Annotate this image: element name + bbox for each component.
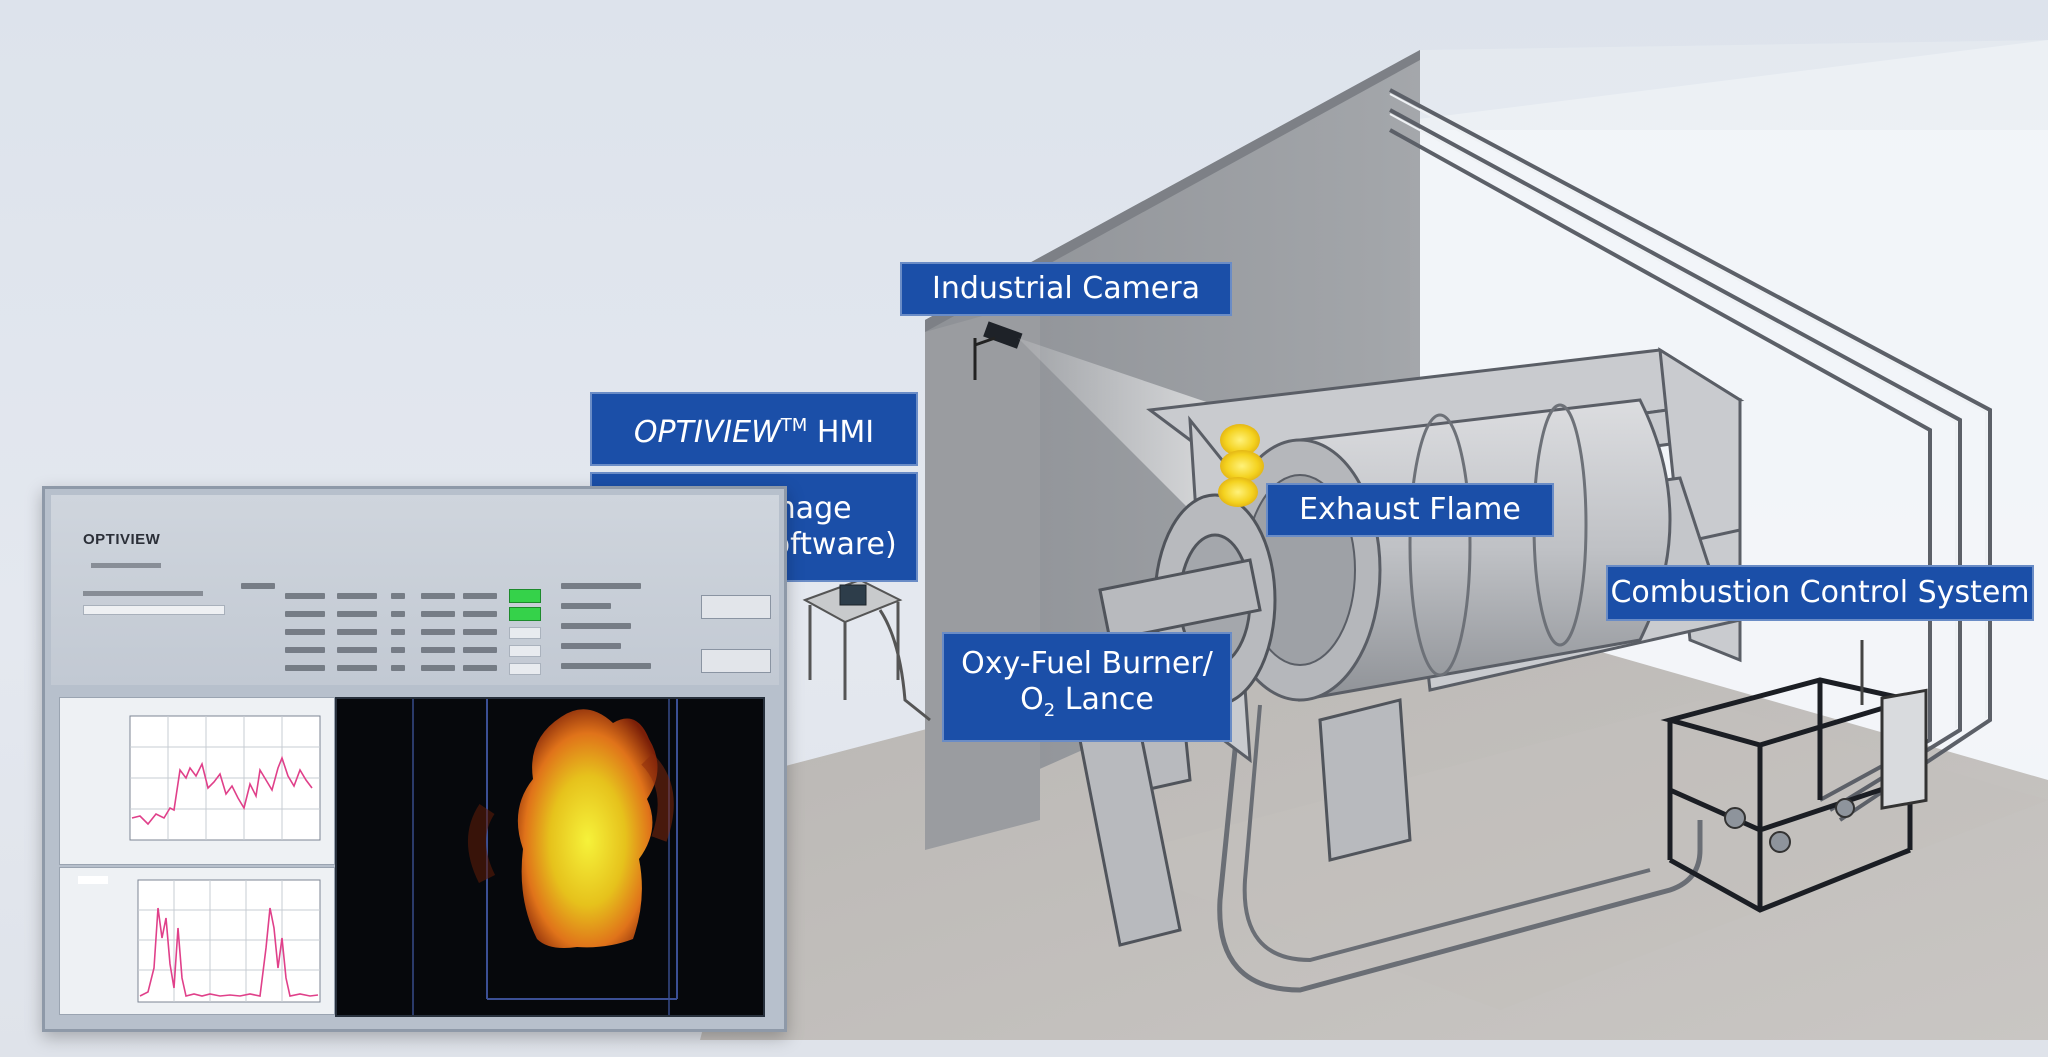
exhaust-flame-marker [1218, 424, 1264, 507]
hmi-logo: OPTIVIEW [83, 531, 161, 548]
camera-view-cone [1018, 338, 1230, 520]
combustion-control-system-label: Combustion Control System [1606, 565, 2034, 621]
hmi-filename-field [83, 605, 225, 615]
industrial-camera [973, 321, 1023, 380]
industrial-camera-label: Industrial Camera [900, 262, 1232, 316]
hmi-control-panel: OPTIVIEW [51, 495, 779, 685]
operator-desk [802, 578, 931, 722]
hmi-flame-image [335, 697, 765, 1017]
hmi-button-top[interactable] [701, 595, 771, 619]
hmi-chart-bottom [59, 867, 335, 1015]
burner-assembly [1078, 493, 1412, 947]
exhaust-flame-label: Exhaust Flame [1266, 483, 1554, 537]
oxy-fuel-burner-label: Oxy-Fuel Burner/ O2 Lance [942, 632, 1232, 742]
optiview-hmi-screen: OPTIVIEW [42, 486, 787, 1032]
rotary-drum [1218, 398, 1672, 702]
optiview-hmi-label: OPTIVIEWTM HMI [590, 392, 918, 466]
hmi-button-bottom[interactable] [701, 649, 771, 673]
hmi-chart-top [59, 697, 335, 865]
